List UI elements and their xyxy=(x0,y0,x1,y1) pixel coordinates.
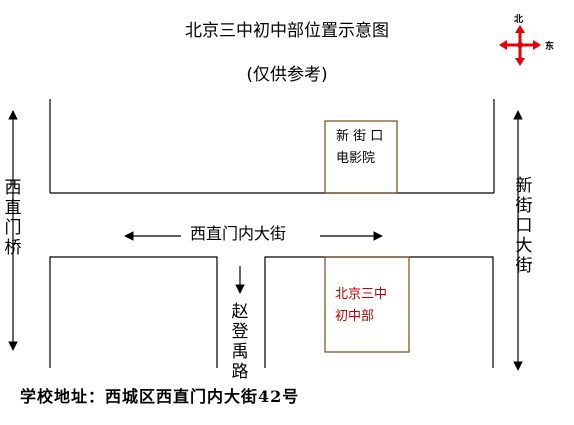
road-label-xijiekou-street: 新街口大街 xyxy=(515,176,533,276)
school-label-line2: 初中部 xyxy=(335,309,375,324)
school-box xyxy=(324,256,410,353)
cinema-label-line1: 新 街 口 xyxy=(336,129,384,144)
page-title: 北京三中初中部位置示意图 xyxy=(185,21,389,41)
school-label-line1: 北京三中 xyxy=(335,287,388,302)
school-address: 学校地址：西城区西直门内大街42号 xyxy=(20,387,300,406)
cinema-label-line2: 电影院 xyxy=(336,151,376,166)
page-subtitle: (仅供参考) xyxy=(246,65,328,85)
road-edge-south-left-block xyxy=(49,256,218,368)
road-label-zhaodengyu-road: 赵登禹路 xyxy=(231,302,249,382)
cinema-label: 新 街 口 电影院 xyxy=(336,126,383,170)
road-label-xizhimennei-street: 西直门内大街 xyxy=(190,224,287,243)
school-label: 北京三中 初中部 xyxy=(335,284,387,328)
compass-icon xyxy=(499,25,541,66)
road-label-xizhimen-bridge: 西直门桥 xyxy=(4,178,22,258)
compass-north-label: 北 xyxy=(514,15,524,25)
compass-east-label: 东 xyxy=(545,42,555,52)
cinema-box xyxy=(324,120,398,194)
